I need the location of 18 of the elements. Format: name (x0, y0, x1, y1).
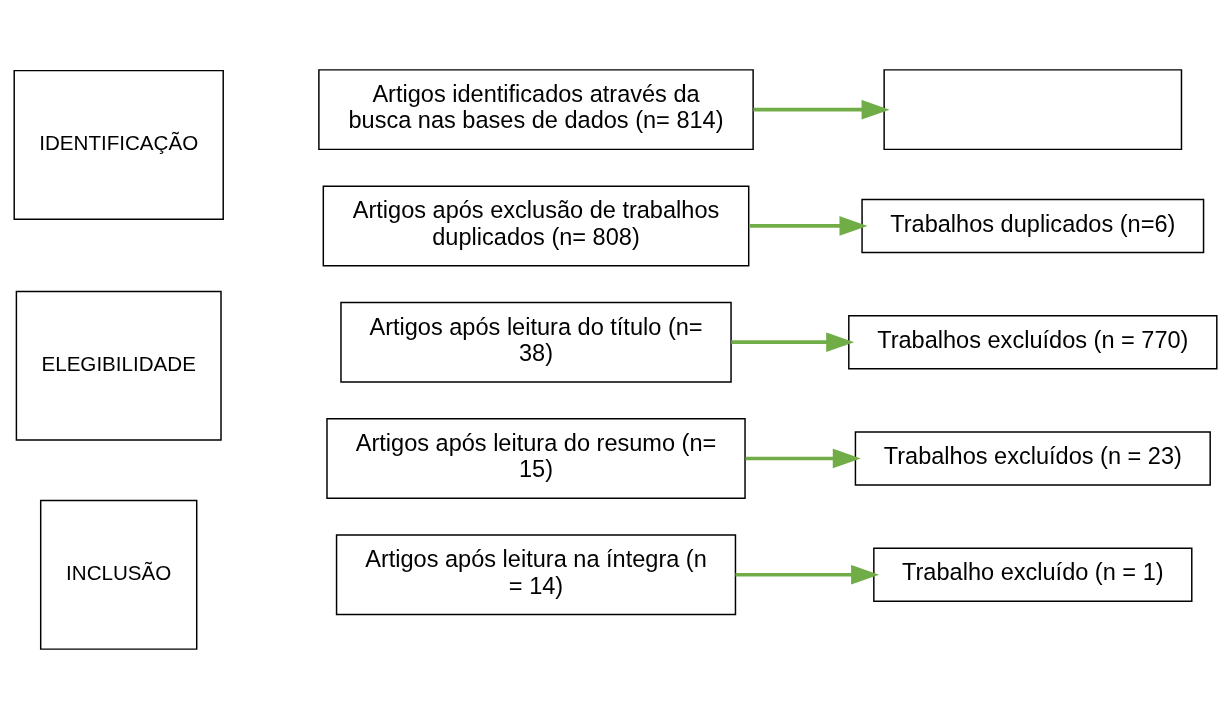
arrow (735, 564, 880, 585)
node-box: INCLUSÃO (39, 499, 198, 650)
arrow (753, 99, 890, 119)
node-box: Trabalhos excluídos (n = 23) (854, 430, 1211, 486)
node-box: ELEGIBILIDADE (15, 290, 222, 441)
node-box: IDENTIFICAÇÃO (13, 69, 224, 220)
node-box: Artigos identificados através da busca nas bases de dados (n= 814) (318, 68, 754, 150)
node-box: Trabalhos excluídos (n = 770) (848, 314, 1218, 369)
node-box: Artigos após leitura na íntegra (n = 14) (335, 533, 737, 615)
arrow (745, 448, 861, 468)
arrow (749, 215, 868, 236)
node-box (883, 68, 1183, 150)
node-box: Trabalhos duplicados (n=6) (861, 198, 1205, 253)
node-box: Trabalho excluído (n = 1) (873, 547, 1193, 602)
node-box: Artigos após leitura do título (n= 38) (340, 301, 732, 383)
arrow (731, 331, 855, 352)
node-box: Artigos após leitura do resumo (n= 15) (326, 417, 746, 499)
node-box: Artigos após exclusão de trabalhos duplicados (n= 808) (322, 184, 750, 266)
